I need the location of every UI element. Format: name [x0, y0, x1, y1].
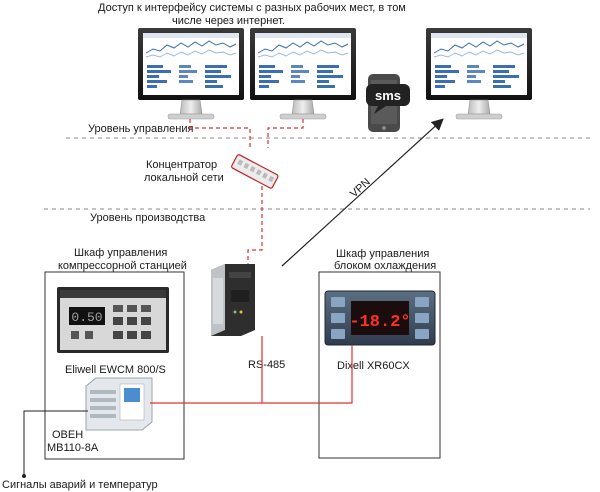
hub-label-line-2: локальной сети	[144, 172, 224, 184]
management-level-label: Уровень управления	[88, 123, 193, 135]
alarm-signal-wire	[23, 410, 88, 476]
sms-phone-icon: sms	[366, 74, 410, 132]
eliwell-display-value: 0.50	[71, 310, 102, 325]
oven-label-line-1: ОВЕН	[52, 429, 83, 441]
network-wire-monitor-2	[267, 119, 304, 148]
gateway-device	[211, 264, 255, 336]
compressor-cabinet-title-1: Шкаф управления	[74, 247, 167, 259]
cooling-cabinet-title-2: блоком охлаждения	[334, 260, 436, 272]
dixell-display-value: -18.2°	[349, 313, 410, 332]
eliwell-controller: 0.50	[57, 287, 169, 353]
network-hub-icon	[231, 154, 279, 189]
monitor-workstation-3	[426, 28, 532, 119]
oven-label-line-2: МВ110-8А	[47, 442, 99, 454]
monitor-workstation-2	[250, 28, 356, 119]
hub-label-line-1: Концентратор	[146, 159, 217, 171]
cooling-cabinet-title-1: Шкаф управления	[336, 248, 429, 260]
compressor-cabinet-title-2: компрессорной станцией	[58, 260, 187, 272]
sms-label: sms	[375, 88, 401, 103]
compressor-cabinet-box	[44, 271, 185, 460]
vpn-label: VPN	[348, 176, 373, 200]
eliwell-controller-label: Eliwell EWCM 800/S	[65, 364, 166, 376]
dixell-controller-label: Dixell XR60CX	[337, 360, 410, 372]
network-wire-gateway	[247, 186, 263, 264]
caption-line-1: Доступ к интерфейсу системы с разных раб…	[98, 2, 406, 14]
production-level-label: Уровень производства	[90, 212, 206, 224]
oven-module	[85, 377, 153, 431]
dixell-controller: -18.2°	[324, 290, 436, 346]
rs485-wire-cooling	[262, 345, 353, 404]
alarm-signal-terminal	[22, 474, 26, 478]
monitor-workstation-1	[138, 28, 244, 119]
alarm-signals-label: Сигналы аварий и температур	[2, 479, 158, 491]
caption-line-2: числе через интернет.	[172, 15, 285, 27]
network-wire-monitor-1	[189, 119, 251, 148]
vpn-arrow	[281, 118, 444, 267]
rs485-label: RS-485	[248, 359, 285, 371]
cooling-cabinet-box	[318, 271, 441, 459]
